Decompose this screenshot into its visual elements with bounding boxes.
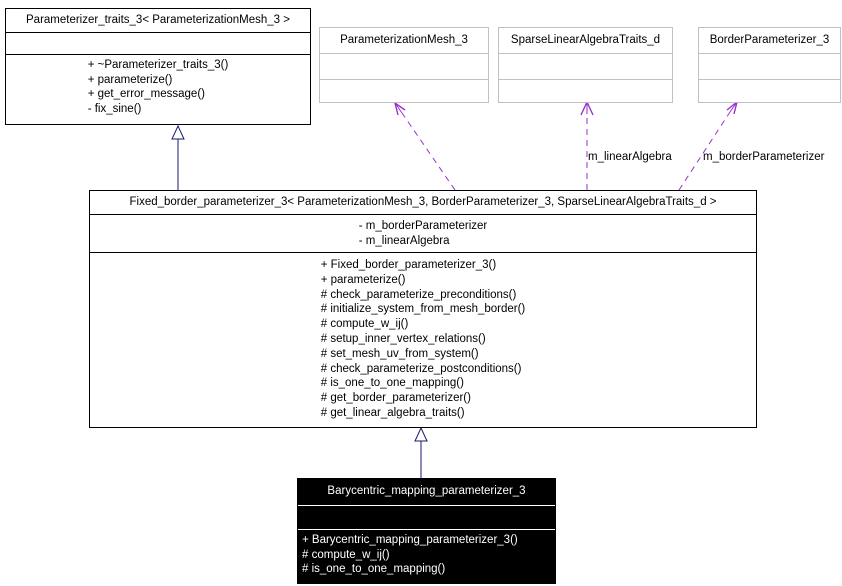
method-entry: - fix_sine()	[87, 102, 142, 115]
usage-arrow-parameterization-mesh	[393, 101, 456, 191]
class-title: SparseLinearAlgebraTraits_d	[499, 28, 672, 54]
method-entry: # initialize_system_from_mesh_border()	[320, 303, 526, 316]
method-entry: + Barycentric_mapping_parameterizer_3()	[302, 534, 518, 546]
attributes-section-empty	[6, 33, 310, 55]
attributes-section-empty	[320, 54, 488, 80]
method-entry: # compute_w_ij()	[320, 318, 409, 331]
attributes-section-empty	[699, 54, 840, 80]
method-entry: + parameterize()	[320, 273, 406, 286]
class-box-parameterizer-traits-3[interactable]: Parameterizer_traits_3< Parameterization…	[5, 8, 311, 125]
methods-section-empty	[699, 80, 840, 103]
method-entry: + Fixed_border_parameterizer_3()	[320, 259, 497, 271]
attributes-section: - m_borderParameterizer - m_linearAlgebr…	[90, 215, 756, 253]
attributes-section-empty	[499, 54, 672, 80]
class-title: Parameterizer_traits_3< Parameterization…	[6, 9, 310, 33]
class-title: BorderParameterizer_3	[699, 28, 840, 54]
edge-label-m-border-parameterizer: m_borderParameterizer	[703, 151, 825, 163]
current-class-box-barycentric-mapping-parameterizer-3: Barycentric_mapping_parameterizer_3 + Ba…	[297, 478, 556, 584]
methods-section-empty	[499, 80, 672, 103]
method-entry: # is_one_to_one_mapping()	[320, 377, 464, 390]
template-class-box-sparse-linear-algebra-traits-d: SparseLinearAlgebraTraits_d	[498, 27, 673, 103]
method-entry: # check_parameterize_preconditions()	[320, 288, 517, 301]
class-title: Fixed_border_parameterizer_3< Parameteri…	[90, 191, 756, 215]
attributes-section-empty	[298, 506, 555, 530]
class-title: ParameterizationMesh_3	[320, 28, 488, 54]
edge-label-m-linear-algebra: m_linearAlgebra	[588, 151, 672, 163]
method-entry: + ~Parameterizer_traits_3()	[87, 59, 229, 71]
method-entry: + parameterize()	[87, 73, 173, 86]
method-entry: # get_border_parameterizer()	[320, 392, 471, 405]
usage-arrow-sparse-linear-algebra	[580, 100, 594, 190]
method-entry: # setup_inner_vertex_relations()	[320, 332, 486, 345]
inheritance-arrow-barycentric-to-fixed	[414, 426, 428, 478]
inheritance-arrow-fixed-to-traits	[171, 124, 185, 190]
method-entry: # check_parameterize_postconditions()	[320, 362, 522, 375]
attribute-entry: - m_linearAlgebra	[358, 234, 450, 247]
methods-section: + ~Parameterizer_traits_3() + parameteri…	[6, 55, 310, 116]
class-box-fixed-border-parameterizer-3[interactable]: Fixed_border_parameterizer_3< Parameteri…	[89, 190, 757, 428]
usage-arrow-border-parameterizer	[678, 100, 739, 191]
method-entry: + get_error_message()	[87, 88, 205, 100]
method-entry: # is_one_to_one_mapping()	[302, 563, 446, 575]
methods-section-empty	[320, 80, 488, 103]
method-entry: # get_linear_algebra_traits()	[320, 406, 465, 419]
template-class-box-border-parameterizer-3: BorderParameterizer_3	[698, 27, 841, 103]
method-entry: # compute_w_ij()	[302, 548, 390, 561]
method-entry: # set_mesh_uv_from_system()	[320, 347, 479, 360]
methods-section: + Fixed_border_parameterizer_3() + param…	[90, 253, 756, 421]
attribute-entry: - m_borderParameterizer	[358, 220, 488, 232]
template-class-box-parameterization-mesh-3: ParameterizationMesh_3	[319, 27, 489, 103]
class-title: Barycentric_mapping_parameterizer_3	[298, 479, 555, 506]
methods-section: + Barycentric_mapping_parameterizer_3() …	[298, 530, 555, 577]
